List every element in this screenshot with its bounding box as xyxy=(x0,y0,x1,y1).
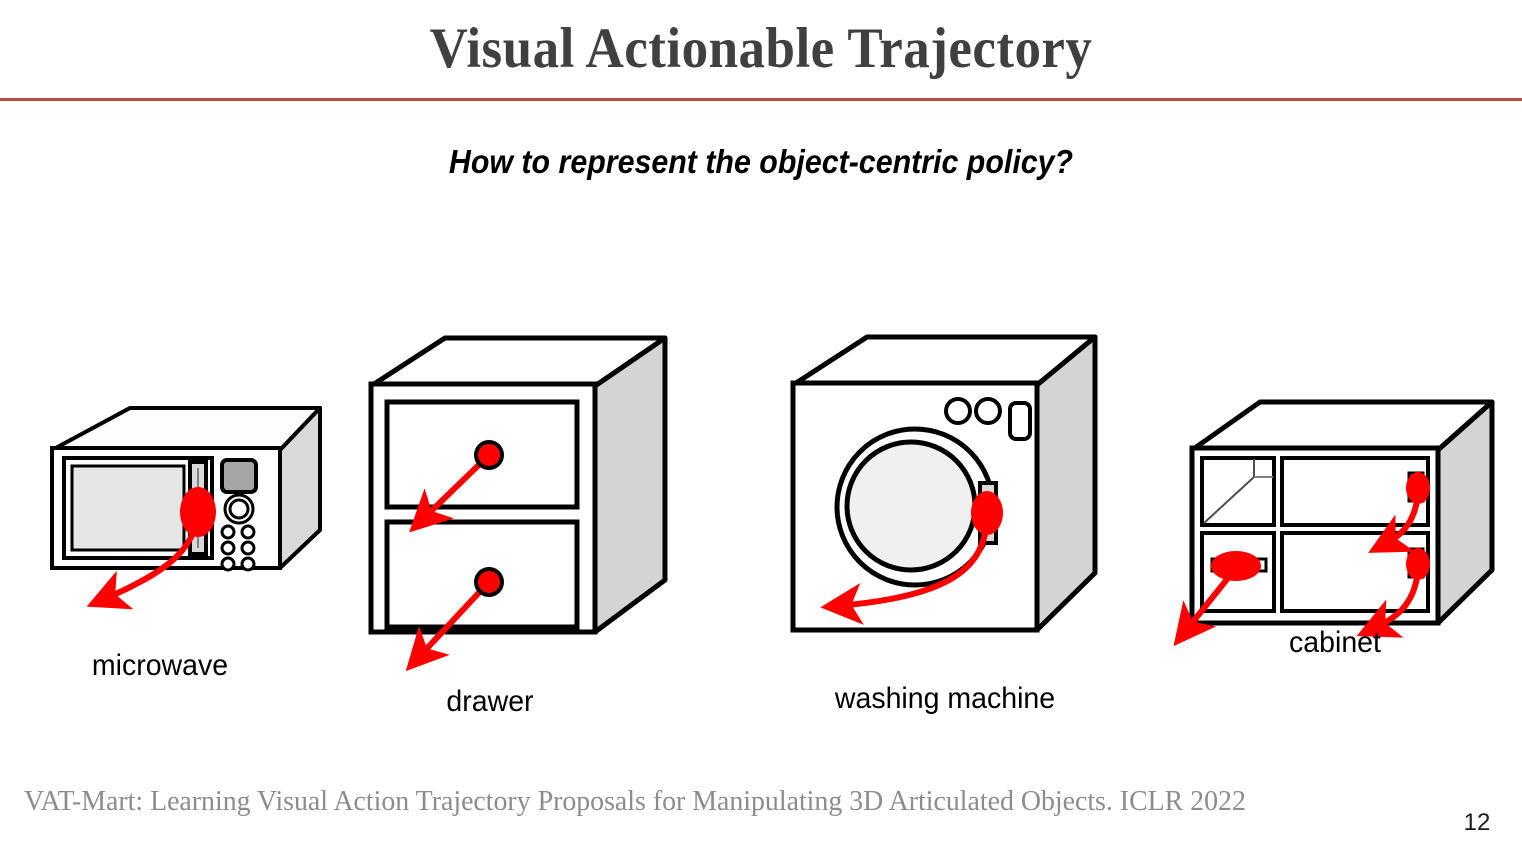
washer-side-face xyxy=(1034,334,1098,633)
microwave-keypad-button xyxy=(220,556,236,572)
figure-cabinet: cabinet xyxy=(1160,355,1510,690)
microwave-contact-point xyxy=(180,487,216,537)
microwave-keypad-button xyxy=(220,540,236,556)
cabinet-diagram xyxy=(1173,399,1495,647)
cabinet-contact-point-bottom-left xyxy=(1211,551,1261,581)
figure-microwave: microwave xyxy=(30,390,360,695)
page-title: Visual Actionable Trajectory xyxy=(429,17,1093,80)
title-divider xyxy=(0,98,1522,101)
cabinet-trajectory-arrow-bottom-right xyxy=(1356,570,1421,638)
drawer-side-face xyxy=(592,335,668,635)
microwave-display-panel xyxy=(220,458,258,494)
microwave-top-face xyxy=(50,406,322,452)
illustration-row: microwave xyxy=(0,240,1522,740)
label-cabinet: cabinet xyxy=(1289,626,1381,659)
drawer-contact-point-upper xyxy=(474,440,504,470)
cabinet-contact-point-bottom-right xyxy=(1406,548,1430,580)
washer-trajectory-arrow xyxy=(820,528,989,625)
figure-washing-machine: washing machine xyxy=(775,285,1120,715)
microwave-diagram xyxy=(50,406,322,610)
microwave-keypad-button xyxy=(220,524,236,540)
washer-contact-point xyxy=(971,491,1003,535)
washer-door-inner-ring xyxy=(844,439,978,573)
microwave-door-window xyxy=(70,464,186,552)
citation-footer: VAT-Mart: Learning Visual Action Traject… xyxy=(24,785,1246,817)
cabinet-contact-point-top-right xyxy=(1406,472,1430,504)
cabinet-compartment-top-right xyxy=(1280,456,1430,527)
drawer-diagram xyxy=(368,335,668,672)
cabinet-open-perspective-diagonal xyxy=(1203,476,1255,524)
figure-drawer: drawer xyxy=(355,280,695,718)
drawer-contact-point-lower xyxy=(474,567,504,597)
slide-subtitle: How to represent the object-centric poli… xyxy=(448,143,1074,180)
label-washing-machine: washing machine xyxy=(834,682,1056,715)
microwave-keypad-button xyxy=(240,540,256,556)
page-number: 12 xyxy=(1463,809,1491,836)
microwave-dial-inner xyxy=(228,498,250,520)
cabinet-trajectory-arrow-bottom-left xyxy=(1173,571,1235,647)
drawer-trajectory-arrow-lower xyxy=(405,581,490,672)
washer-control-knob-right xyxy=(974,397,1002,425)
cabinet-compartment-top-left xyxy=(1200,456,1276,527)
drawer-trajectory-arrow-upper xyxy=(409,454,490,533)
washing-machine-diagram xyxy=(790,334,1098,633)
microwave-keypad-button xyxy=(240,524,256,540)
microwave-keypad-button xyxy=(240,556,256,572)
washer-detergent-drawer xyxy=(1008,401,1032,441)
label-microwave: microwave xyxy=(91,649,229,682)
washer-control-knob-left xyxy=(944,397,972,425)
label-drawer: drawer xyxy=(446,685,534,718)
